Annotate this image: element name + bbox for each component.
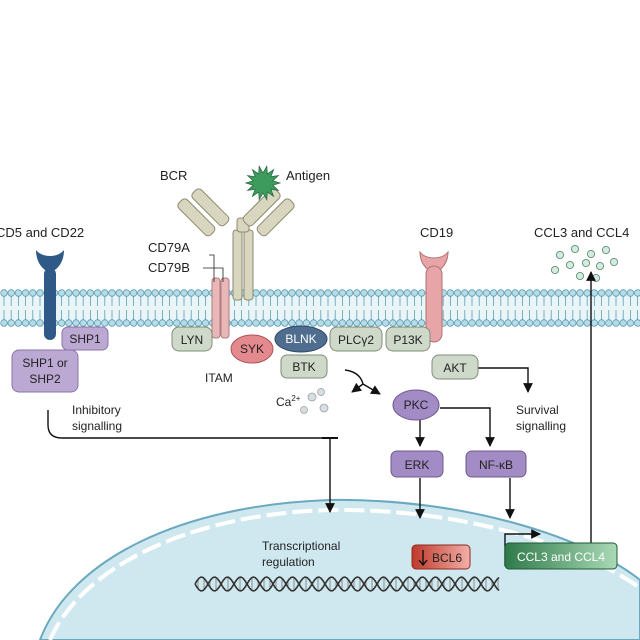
node-lyn: LYN [171, 326, 213, 352]
node-plcg2: PLCγ2 [329, 326, 383, 352]
label-inhibitory-2: signalling [72, 419, 122, 433]
svg-text:SHP1: SHP1 [69, 332, 101, 346]
svg-text:NF-κB: NF-κB [479, 458, 513, 472]
svg-text:BLNK: BLNK [285, 332, 316, 346]
label-antigen: Antigen [286, 168, 330, 183]
node-btk: BTK [280, 354, 328, 379]
node-shp1-or-shp2: SHP1 or SHP2 [11, 349, 79, 393]
svg-text:P13K: P13K [393, 333, 422, 347]
calcium-ions [300, 388, 329, 414]
label-ccl-secreted: CCL3 and CCL4 [534, 225, 629, 240]
cd79-heterodimer [203, 254, 230, 339]
node-syk: SYK [230, 334, 274, 364]
label-bcr: BCR [160, 168, 187, 183]
node-p13k: P13K [385, 326, 431, 352]
bcr-receptor [177, 188, 295, 301]
node-erk: ERK [390, 450, 444, 478]
dna-helix [194, 576, 500, 592]
ccl-secreted-particles [550, 244, 619, 283]
label-calcium: Ca2+ [276, 394, 301, 409]
label-cd79b: CD79B [148, 260, 190, 275]
cd19-receptor [419, 250, 449, 343]
label-survival-1: Survival [516, 403, 559, 417]
node-ccl-nuclear: CCL3 and CCL4 [504, 542, 618, 570]
svg-text:SYK: SYK [240, 342, 264, 356]
svg-text:PKC: PKC [404, 398, 429, 412]
node-shp1: SHP1 [61, 326, 109, 351]
svg-text:ERK: ERK [405, 458, 430, 472]
svg-text:SHP2: SHP2 [29, 372, 61, 386]
node-pkc: PKC [392, 389, 440, 421]
label-cd79a: CD79A [148, 240, 190, 255]
cell-membrane [0, 289, 640, 327]
svg-text:BTK: BTK [292, 360, 315, 374]
antigen-icon [244, 165, 282, 201]
label-cd19: CD19 [420, 225, 453, 240]
svg-text:PLCγ2: PLCγ2 [338, 333, 374, 347]
label-transcription-2: regulation [262, 555, 315, 569]
svg-text:CCL3 and CCL4: CCL3 and CCL4 [517, 550, 605, 564]
cd5-cd22-receptor [36, 250, 64, 340]
svg-text:LYN: LYN [181, 333, 203, 347]
node-blnk: BLNK [274, 325, 328, 353]
label-itam: ITAM [205, 371, 233, 385]
svg-text:AKT: AKT [443, 361, 467, 375]
node-nfkb: NF-κB [465, 450, 527, 478]
svg-text:SHP1 or: SHP1 or [22, 356, 67, 370]
node-bcl6: BCL6 [411, 544, 471, 570]
label-survival-2: signalling [516, 419, 566, 433]
nucleus [38, 498, 640, 640]
label-cd5-cd22: CD5 and CD22 [0, 225, 84, 240]
node-akt: AKT [431, 354, 479, 380]
svg-text:BCL6: BCL6 [432, 551, 462, 565]
label-inhibitory-1: Inhibitory [72, 403, 121, 417]
label-transcription-1: Transcriptional [262, 539, 340, 553]
